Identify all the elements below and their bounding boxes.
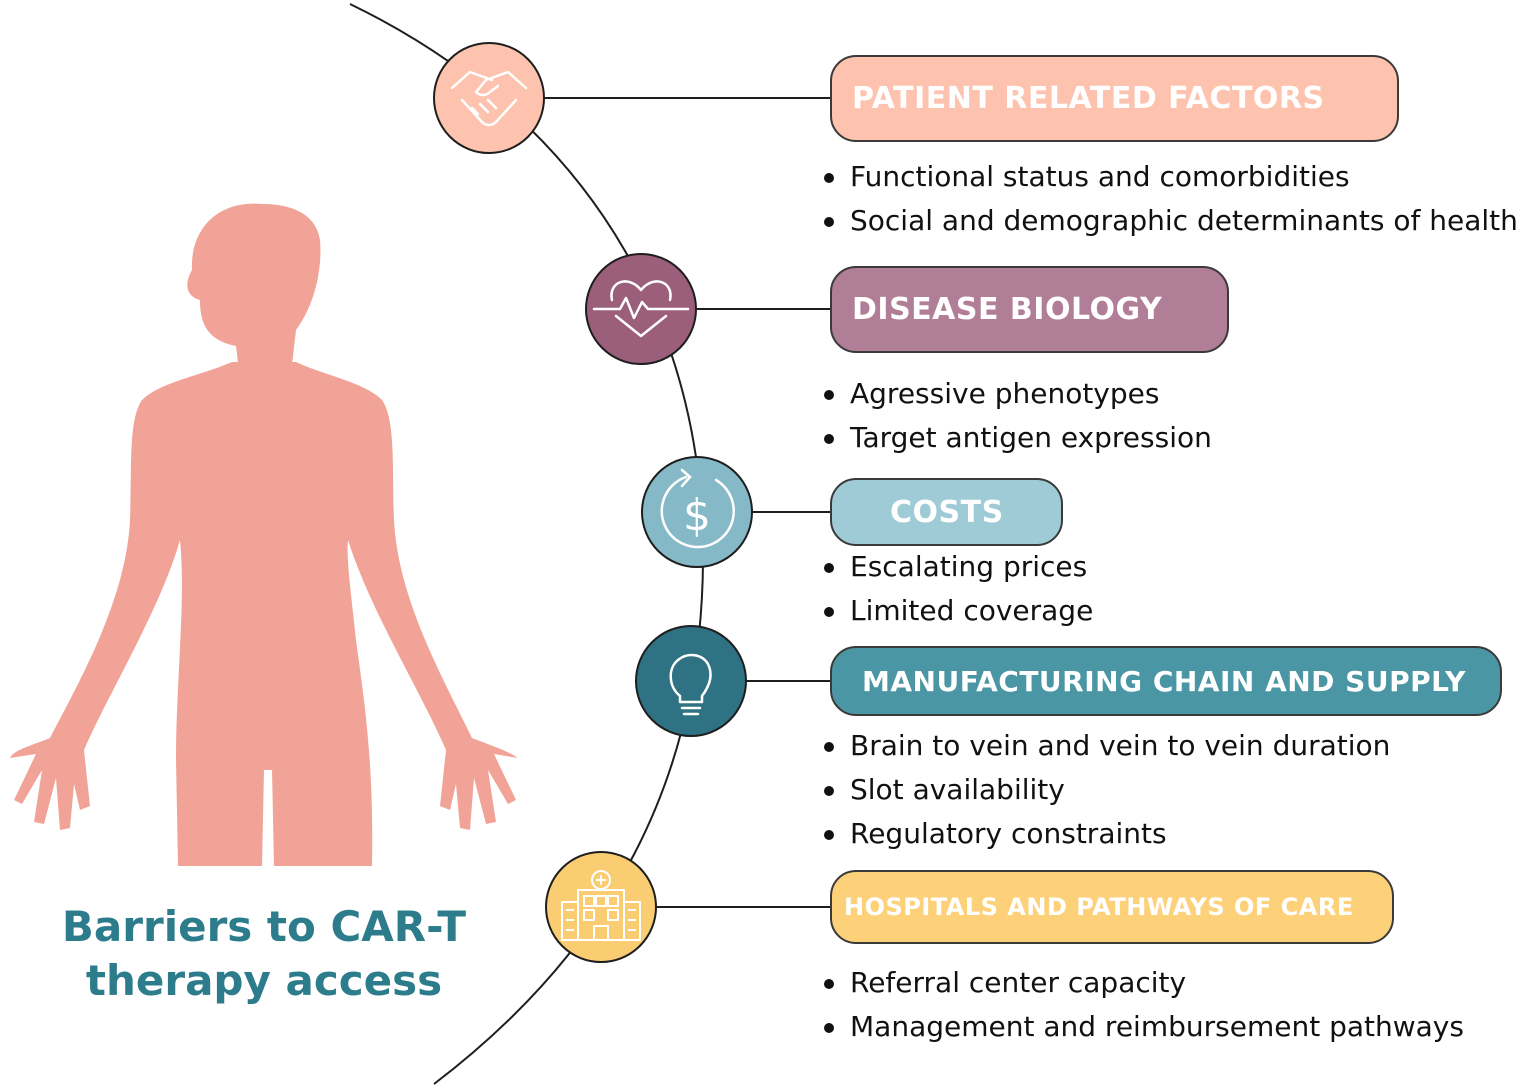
costs-heading-text: COSTS [890,494,1004,530]
manufacturing-list: Brain to vein and vein to vein duration … [822,724,1390,856]
handshake-icon [433,42,545,154]
heartbeat-icon [585,253,697,365]
list-item: Regulatory constraints [822,812,1390,856]
disease-biology-heading-text: DISEASE BIOLOGY [852,292,1163,327]
list-item: Brain to vein and vein to vein duration [822,724,1390,768]
list-item: Limited coverage [822,589,1093,633]
hospitals-list: Referral center capacity Management and … [822,961,1464,1049]
diagram-title-line1: Barriers to CAR-T [61,902,467,951]
connector-lines [544,97,832,908]
hospitals-heading-text: HOSPITALS AND PATHWAYS OF CARE [844,893,1354,921]
manufacturing-heading: MANUFACTURING CHAIN AND SUPPLY [830,646,1502,716]
patient-factors-list: Functional status and comorbidities Soci… [822,155,1518,243]
diagram-title-line2: therapy access [85,956,443,1005]
list-item: Slot availability [822,768,1390,812]
list-item: Functional status and comorbidities [822,155,1518,199]
patient-factors-heading-text: PATIENT RELATED FACTORS [852,81,1325,116]
lightbulb-icon [635,625,747,737]
list-item: Referral center capacity [822,961,1464,1005]
patient-factors-heading: PATIENT RELATED FACTORS [830,55,1399,142]
human-silhouette-icon [10,203,518,866]
list-item: Escalating prices [822,545,1093,589]
list-item: Management and reimbursement pathways [822,1005,1464,1049]
hospitals-heading: HOSPITALS AND PATHWAYS OF CARE [830,870,1394,944]
hospital-icon [545,851,657,963]
costs-list: Escalating prices Limited coverage [822,545,1093,633]
list-item: Social and demographic determinants of h… [822,199,1518,243]
disease-biology-list: Agressive phenotypes Target antigen expr… [822,372,1212,460]
dollar-cycle-icon: $ [641,456,753,568]
manufacturing-heading-text: MANUFACTURING CHAIN AND SUPPLY [862,664,1466,698]
disease-biology-heading: DISEASE BIOLOGY [830,266,1229,353]
list-item: Target antigen expression [822,416,1212,460]
costs-heading: COSTS [830,478,1063,546]
list-item: Agressive phenotypes [822,372,1212,416]
svg-text:$: $ [683,490,711,541]
